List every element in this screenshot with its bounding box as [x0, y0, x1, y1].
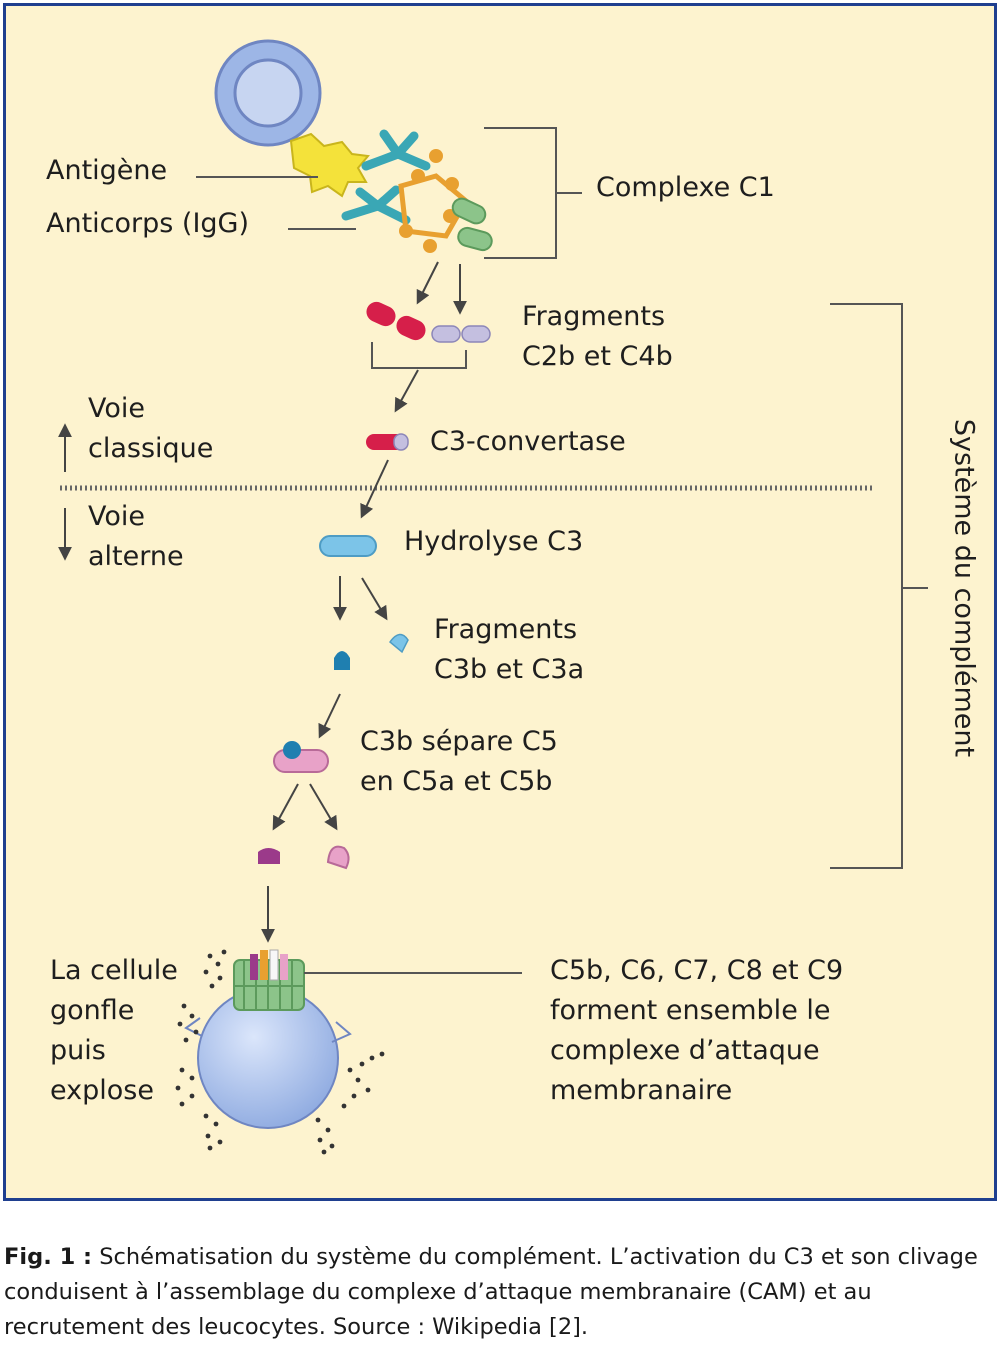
- cam-line3: complexe d’attaque: [550, 1035, 820, 1066]
- diagram-panel: Antigène Anticorps (IgG) Complexe C1 Fra…: [3, 3, 997, 1201]
- cam-line1: C5b, C6, C7, C8 et C9: [550, 955, 844, 986]
- caption-prefix: Fig. 1 :: [4, 1244, 93, 1270]
- complement-pathway-diagram: [58, 39, 928, 1155]
- c3-convertase-label: C3-convertase: [430, 426, 626, 457]
- arrow-to-c5a: [309, 783, 338, 831]
- complement-system-bracket: [830, 303, 928, 869]
- c5a-fragment-icon: [326, 845, 350, 870]
- fragments-c2b-c4b-line2: C2b et C4b: [522, 341, 673, 372]
- arrow-to-c3-convertase: [394, 369, 419, 413]
- antigen-icon: [289, 132, 370, 198]
- voie-alterne-line2: alterne: [88, 541, 184, 572]
- c1-complex-icon: [398, 149, 493, 253]
- anticorps-label: Anticorps (IgG): [46, 208, 250, 239]
- arrow-to-c5b: [272, 783, 299, 831]
- cam-line4: membranaire: [550, 1075, 733, 1106]
- antigene-label: Antigène: [46, 155, 168, 186]
- voie-classique-line2: classique: [88, 433, 214, 464]
- voie-classique-line1: Voie: [88, 393, 146, 424]
- cellule-line2: gonfle: [50, 995, 135, 1026]
- fragments-c2b-c4b-line1: Fragments: [522, 301, 666, 332]
- figure-caption: Fig. 1 : Schématisation du système du co…: [4, 1240, 1002, 1345]
- cellule-line4: explose: [50, 1075, 154, 1106]
- arrow-c1-to-c2b: [416, 261, 439, 305]
- cell-debris-icon: [175, 949, 385, 1155]
- c3-hydrolysis-icon: [319, 535, 377, 557]
- c3a-fragment-icon: [388, 633, 409, 654]
- arrow-to-hydrolyse: [360, 459, 389, 519]
- antibody-icon: [341, 129, 431, 225]
- hydrolyse-c3-label: Hydrolyse C3: [404, 526, 584, 557]
- c2b-fragment-icon: [366, 301, 426, 341]
- cellule-line3: puis: [50, 1035, 106, 1066]
- c3-convertase-icon: [366, 433, 409, 451]
- arrow-to-c3a: [361, 577, 388, 621]
- caption-text: Schématisation du système du complément.…: [4, 1244, 978, 1340]
- c5b-fragment-icon: [258, 848, 280, 864]
- c3b-separe-line1: C3b sépare C5: [360, 726, 558, 757]
- cellule-line1: La cellule: [50, 955, 178, 986]
- systeme-complement-label: Système du complément: [948, 418, 980, 758]
- fragments-c3b-c3a-line2: C3b et C3a: [434, 654, 585, 685]
- complexe-c1-label: Complexe C1: [596, 172, 775, 203]
- cam-line2: forment ensemble le: [550, 995, 831, 1026]
- c4b-fragment-icon: [431, 325, 491, 343]
- arrow-to-c5: [318, 693, 341, 739]
- c3b-fragment-icon: [334, 651, 350, 670]
- target-cell-icon: [214, 39, 322, 147]
- c3b-c5-complex-icon: [273, 741, 329, 773]
- c1-bracket: [484, 127, 582, 259]
- fragments-c3b-c3a-line1: Fragments: [434, 614, 578, 645]
- membrane-attack-complex-icon: [233, 949, 305, 1011]
- c3b-separe-line2: en C5a et C5b: [360, 766, 553, 797]
- fragments-join-bracket: [371, 342, 467, 369]
- voie-alterne-line1: Voie: [88, 501, 146, 532]
